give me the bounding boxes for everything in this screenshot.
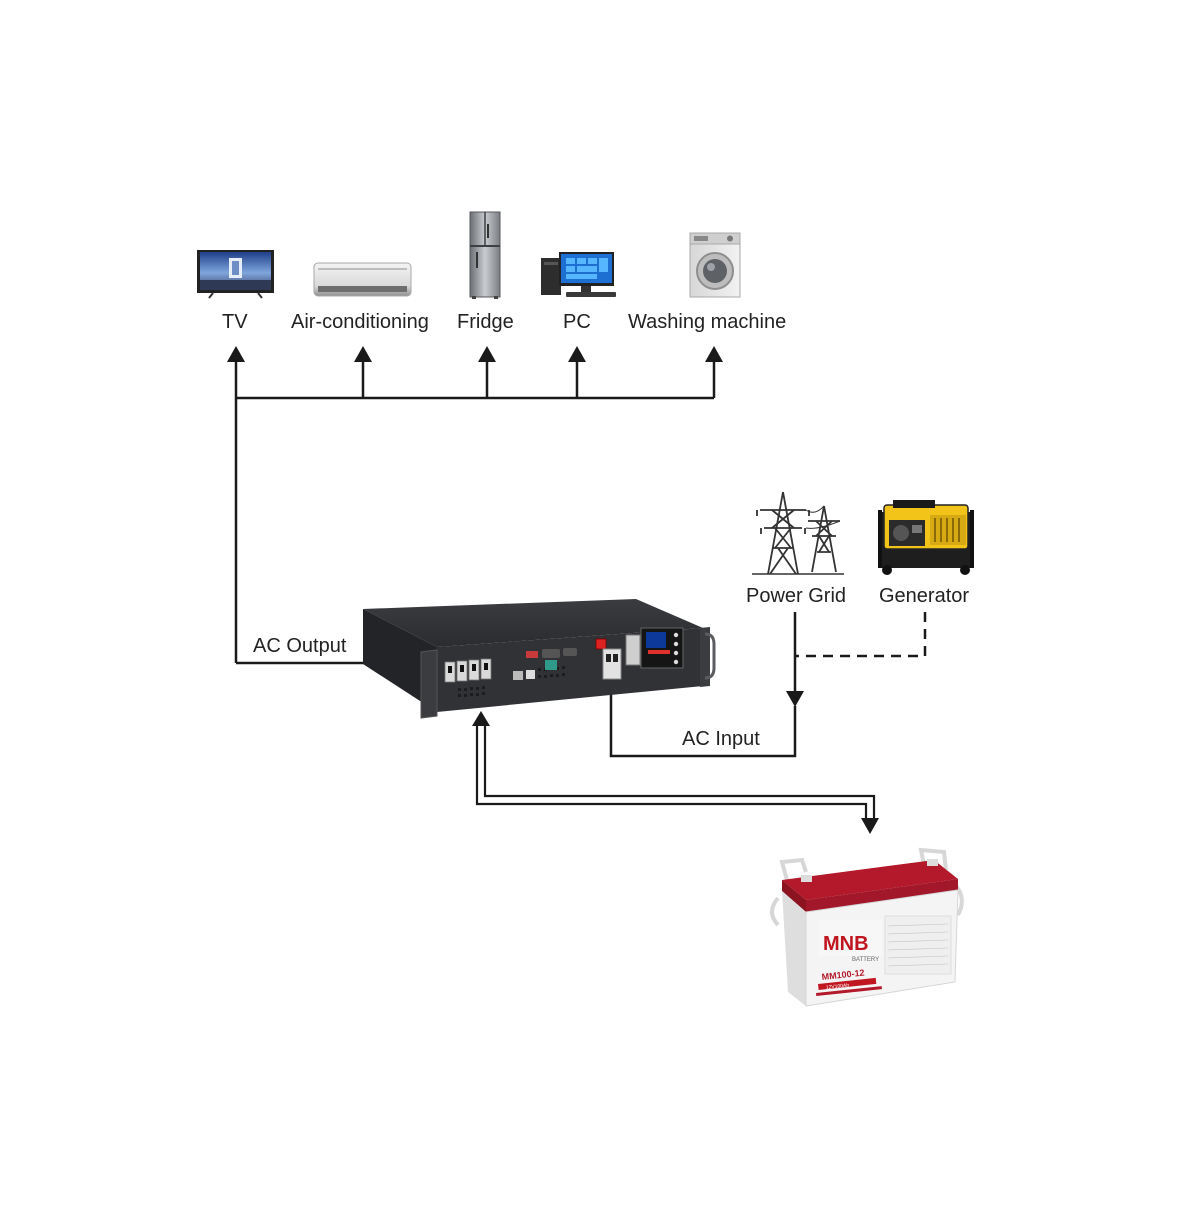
air-conditioning-icon [313, 262, 412, 297]
output-arrowheads [227, 346, 723, 362]
label-washing-machine: Washing machine [628, 311, 787, 333]
generator-dashed-line [795, 612, 927, 658]
ac-input-wiring [609, 612, 797, 758]
battery-brand-logo: MNB [823, 933, 869, 955]
label-fridge: Fridge [457, 311, 514, 333]
arrow-up-icon [478, 346, 496, 362]
power-grid-icon [752, 491, 844, 575]
arrow-up-icon [227, 346, 245, 362]
fridge-icon [469, 211, 501, 299]
label-tv: TV [222, 311, 248, 333]
label-generator: Generator [879, 585, 970, 607]
label-ac-output: AC Output [253, 635, 347, 657]
label-ac-input: AC Input [682, 728, 760, 750]
battery-model: MM100-12 [821, 968, 865, 982]
label-air-conditioning: Air-conditioning [291, 311, 429, 333]
washing-machine-icon [689, 232, 741, 298]
label-pc: PC [563, 311, 591, 333]
battery-icon: MNB BATTERY MM100-12 12V100Ah [770, 847, 964, 1007]
battery-spec: 12V100Ah [826, 983, 850, 991]
arrow-up-icon [354, 346, 372, 362]
arrow-up-icon [472, 711, 490, 726]
arrow-down-icon [861, 818, 879, 834]
ac-output-wiring [234, 360, 716, 665]
battery-brand-sub: BATTERY [852, 957, 879, 963]
pc-icon [541, 252, 616, 297]
generator-icon [878, 500, 974, 575]
battery-wiring [475, 722, 876, 820]
inverter-icon [363, 599, 716, 719]
arrow-down-icon [786, 691, 804, 707]
arrow-up-icon [705, 346, 723, 362]
tv-icon [197, 250, 274, 299]
arrow-up-icon [568, 346, 586, 362]
label-power-grid: Power Grid [746, 585, 847, 607]
